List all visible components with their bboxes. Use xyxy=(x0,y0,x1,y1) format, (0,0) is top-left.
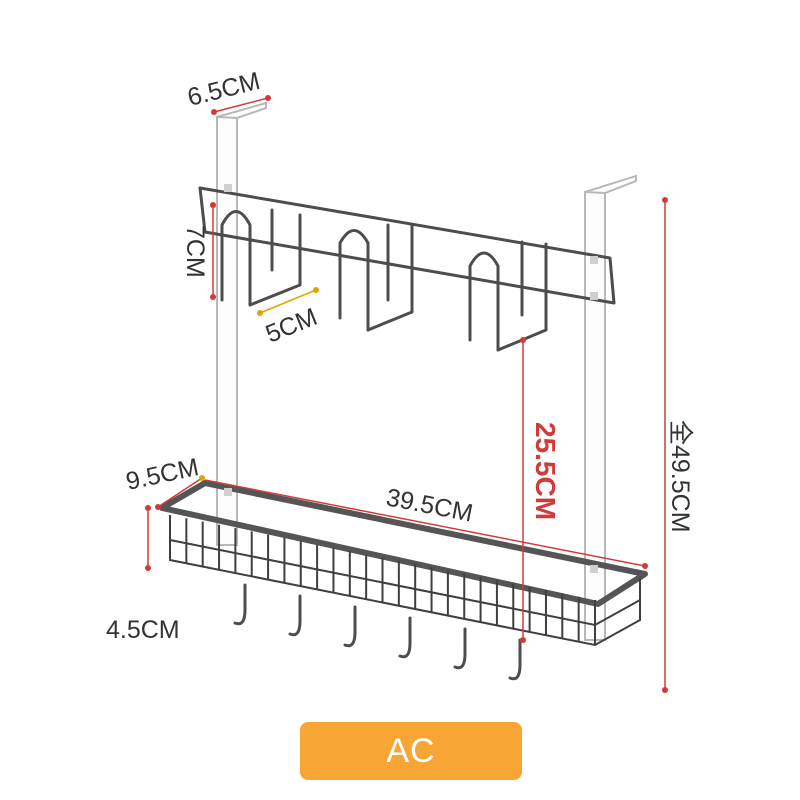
wire-basket xyxy=(159,480,648,681)
label-total-height: 全49.5CM xyxy=(666,420,694,533)
label-hook-height: 7CM xyxy=(181,225,209,278)
label-hook-drop: 25.5CM xyxy=(530,422,561,520)
basket-hook xyxy=(233,583,247,626)
basket-hook xyxy=(343,605,357,648)
basket-hook xyxy=(508,638,522,681)
label-bracket-depth: 6.5CM xyxy=(185,67,263,112)
left-door-bracket xyxy=(216,101,267,546)
label-basket-height: 4.5CM xyxy=(106,616,180,644)
basket-hook xyxy=(398,616,412,659)
label-hook-width: 5CM xyxy=(262,303,321,349)
variant-badge: AC xyxy=(300,722,522,780)
basket-hook xyxy=(288,594,302,637)
basket-hook xyxy=(453,627,467,670)
dimension-lines xyxy=(145,95,668,693)
upper-hook-rail xyxy=(198,184,616,352)
